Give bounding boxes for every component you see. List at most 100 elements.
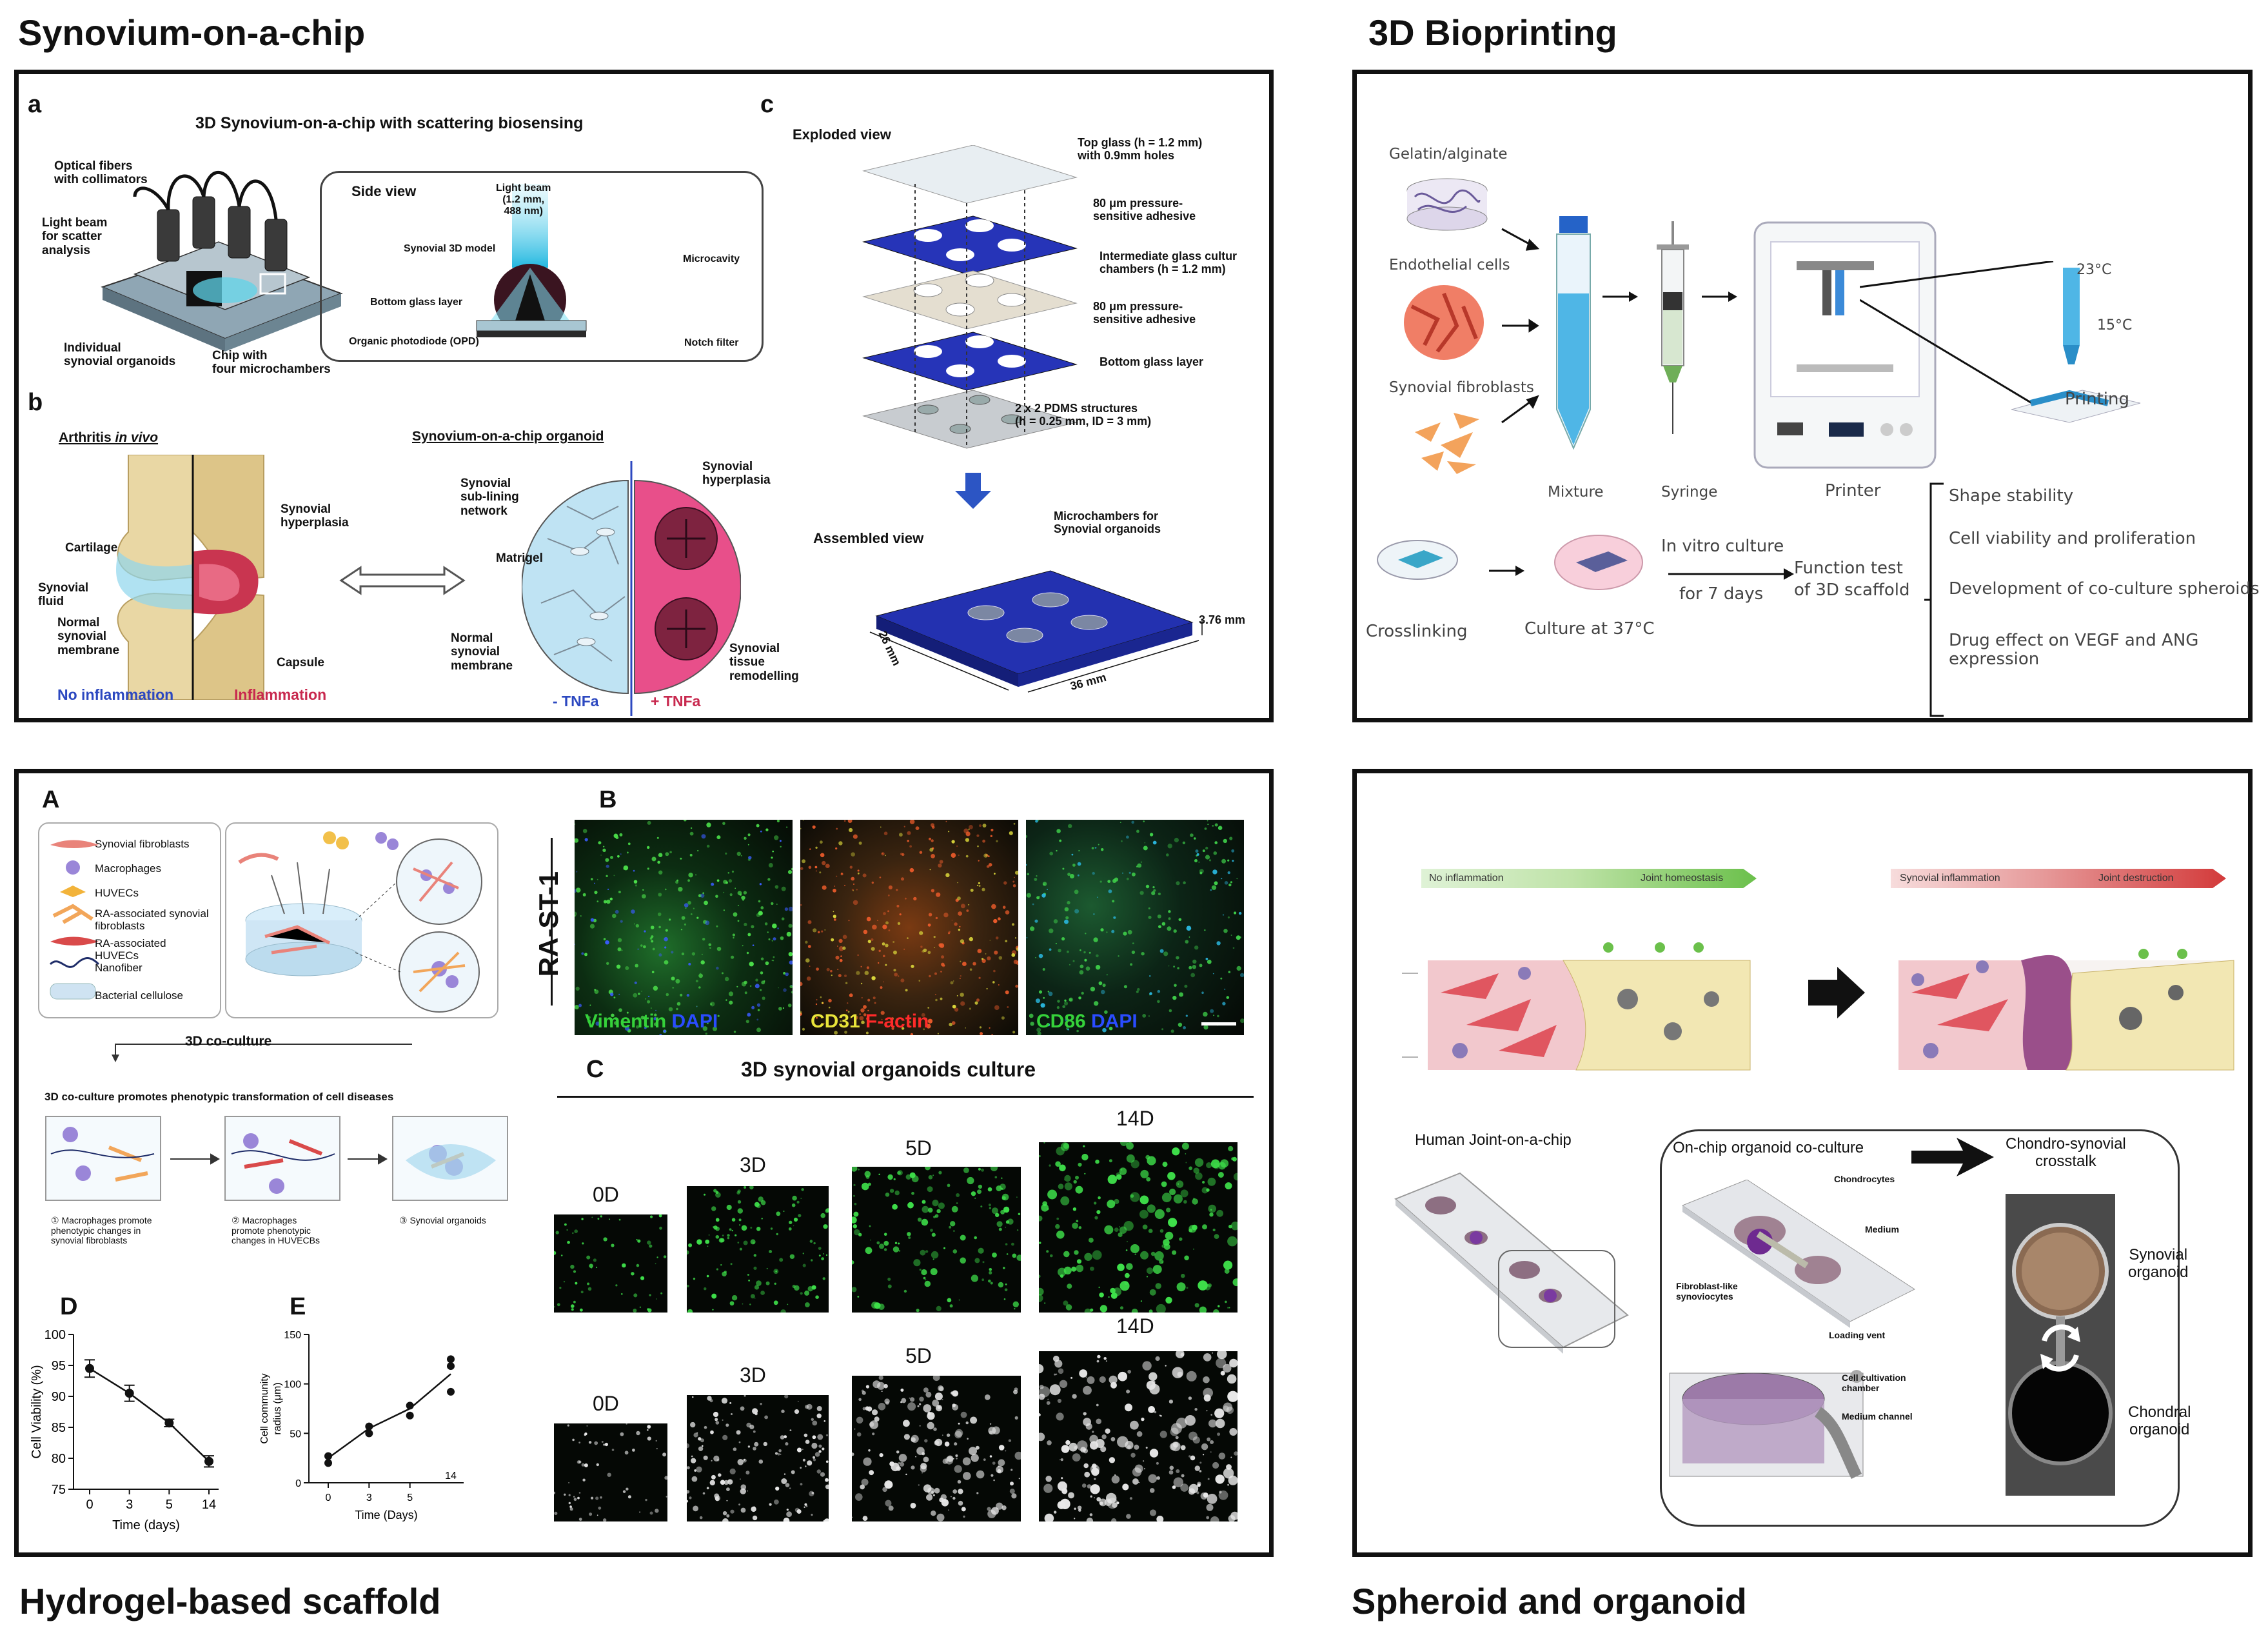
speckle xyxy=(969,1007,971,1010)
speckle xyxy=(733,1031,736,1033)
speckle xyxy=(711,1293,717,1299)
speckle xyxy=(910,1033,914,1035)
speckle xyxy=(1175,1436,1179,1440)
speckle xyxy=(1134,1464,1143,1473)
speckle xyxy=(923,1387,929,1393)
speckle xyxy=(1109,1159,1112,1163)
speckle xyxy=(936,1209,941,1213)
label-top-glass: Top glass (h = 1.2 mm) with 0.9mm holes xyxy=(1078,136,1203,163)
speckle xyxy=(905,989,908,992)
speckle xyxy=(960,1001,965,1006)
micrograph-dots-3 xyxy=(1026,820,1244,1035)
speckle xyxy=(1143,820,1145,822)
speckle xyxy=(1075,1185,1083,1194)
speckle xyxy=(623,865,629,871)
label-synovial-3d-model: Synovial 3D model xyxy=(404,243,496,254)
legend-ra-fibroblasts: RA-associated synovial fibroblasts xyxy=(95,907,209,933)
speckle xyxy=(982,839,985,843)
speckle xyxy=(644,1026,647,1029)
speckle xyxy=(684,903,689,907)
speckle xyxy=(812,1435,816,1440)
speckle xyxy=(816,1413,822,1418)
speckle xyxy=(862,1407,866,1411)
speckle xyxy=(772,960,774,962)
speckle xyxy=(1156,1462,1159,1465)
speckle xyxy=(619,833,623,837)
speckle xyxy=(1121,840,1123,842)
speckle xyxy=(816,1016,818,1019)
speckle xyxy=(1224,988,1226,990)
speckle xyxy=(744,991,747,995)
speckle xyxy=(1156,1476,1160,1480)
speckle xyxy=(698,1437,702,1441)
speckle xyxy=(742,899,744,901)
speckle xyxy=(869,1225,871,1227)
speckle xyxy=(1109,1026,1113,1031)
speckle xyxy=(1232,1278,1238,1287)
speckle xyxy=(1158,925,1161,929)
speckle xyxy=(684,820,687,822)
speckle xyxy=(771,857,773,859)
speckle xyxy=(721,1398,728,1404)
speckle xyxy=(713,1455,720,1462)
speckle xyxy=(822,885,827,890)
label-light-beam: Light beam for scatter analysis xyxy=(42,216,108,257)
speckle xyxy=(1064,907,1069,912)
speckle xyxy=(957,897,961,900)
speckle xyxy=(639,1306,642,1308)
scaffold-illustration xyxy=(238,831,482,1013)
speckle xyxy=(1143,846,1148,851)
speckle xyxy=(1067,1028,1069,1031)
speckle xyxy=(822,1002,823,1004)
speckle xyxy=(907,831,911,835)
day-label-0-bw: 0D xyxy=(593,1392,619,1415)
speckle xyxy=(1138,1481,1140,1483)
speckle xyxy=(597,900,599,902)
speckle xyxy=(596,1463,599,1467)
speckle xyxy=(787,870,793,875)
speckle xyxy=(1063,1001,1069,1006)
speckle xyxy=(754,1202,760,1207)
speckle xyxy=(1018,1213,1021,1216)
speckle xyxy=(919,851,923,854)
speckle xyxy=(1236,935,1241,940)
speckle xyxy=(575,911,577,917)
organoid-green-3d xyxy=(687,1186,829,1313)
speckle xyxy=(867,1009,869,1012)
speckle xyxy=(857,869,860,872)
speckle xyxy=(1173,929,1177,933)
legend-nanofiber: Nanofiber xyxy=(95,962,143,974)
speckle xyxy=(1003,1298,1006,1300)
speckle xyxy=(900,1462,905,1467)
speckle xyxy=(1196,1491,1199,1494)
speckle xyxy=(777,1452,780,1456)
speckle xyxy=(1093,937,1098,942)
speckle xyxy=(741,895,745,900)
speckle xyxy=(1061,937,1065,941)
speckle xyxy=(600,855,602,856)
speckle xyxy=(946,1433,951,1437)
speckle xyxy=(955,1429,963,1437)
speckle xyxy=(584,953,587,956)
speckle xyxy=(673,1024,678,1029)
speckle xyxy=(769,1503,772,1506)
speckle xyxy=(1161,1181,1167,1187)
speckle xyxy=(1118,955,1119,957)
speckle xyxy=(1094,1216,1098,1220)
speckle xyxy=(724,1271,727,1274)
speckle xyxy=(787,1004,792,1007)
speckle xyxy=(696,1006,698,1007)
speckle xyxy=(1130,1420,1139,1430)
speckle xyxy=(866,1016,870,1020)
speckle xyxy=(934,972,937,975)
speckle xyxy=(662,1452,667,1457)
speckle xyxy=(568,1494,571,1496)
speckle xyxy=(1099,880,1102,883)
speckle xyxy=(996,1221,1003,1227)
speckle xyxy=(938,1202,945,1209)
speckle xyxy=(1185,1015,1188,1017)
speckle xyxy=(833,918,836,921)
x-tick-label: 3 xyxy=(126,1498,133,1512)
assembled-view-title: Assembled view xyxy=(813,530,924,546)
speckle xyxy=(942,1434,943,1436)
